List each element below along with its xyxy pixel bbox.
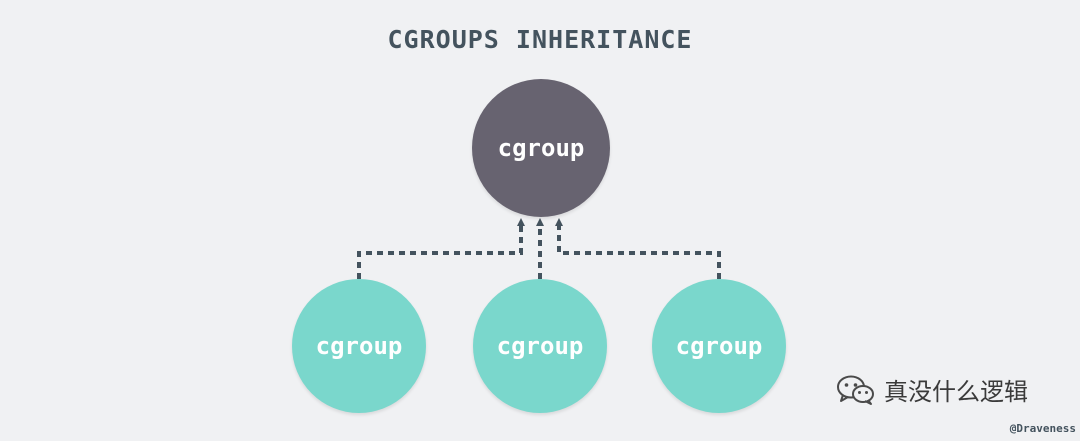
parent-cgroup-label: cgroup (497, 134, 585, 162)
child-cgroup-label: cgroup (496, 332, 584, 360)
edge-left-to-parent (357, 218, 525, 279)
edge-right-to-parent (555, 218, 721, 279)
child-cgroup-label: cgroup (315, 332, 403, 360)
child-cgroup-node-right: cgroup (652, 279, 786, 413)
watermark-text: 真没什么逻辑 (884, 378, 1028, 406)
wechat-icon (837, 375, 874, 405)
parent-cgroup-node: cgroup (472, 79, 610, 217)
child-cgroup-node-left: cgroup (292, 279, 426, 413)
wechat-watermark: 真没什么逻辑 (836, 372, 1028, 407)
child-cgroup-label: cgroup (675, 332, 763, 360)
author-credit: @Draveness (1009, 422, 1076, 435)
diagram-title: CGROUPS INHERITANCE (387, 25, 693, 54)
child-cgroup-node-middle: cgroup (473, 279, 607, 413)
